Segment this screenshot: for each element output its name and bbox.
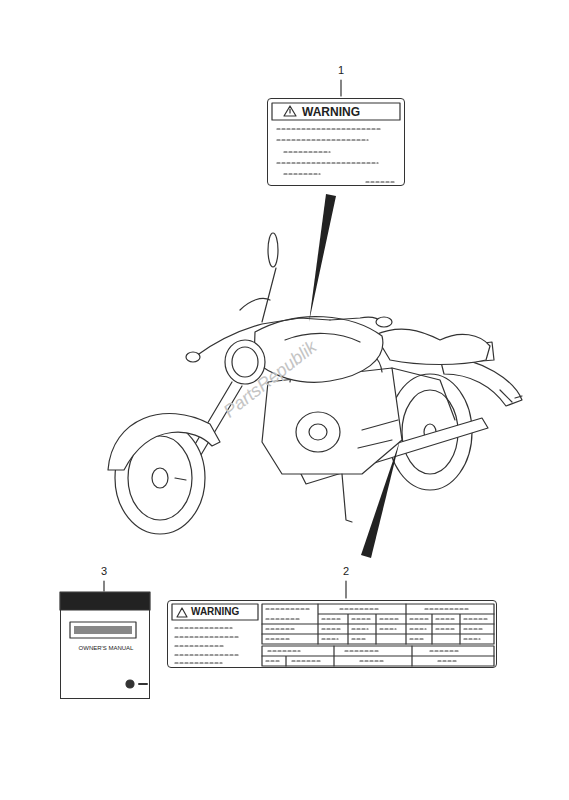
wedge-leader: [309, 194, 336, 322]
wedge-leader: [361, 440, 400, 558]
leader-line: [103, 581, 104, 591]
sticker-detail: [272, 103, 400, 182]
callout-number: 1: [338, 65, 344, 76]
sticker-detail: [172, 604, 494, 666]
callout-number: 2: [343, 566, 349, 577]
warning-label: WARNING: [267, 98, 405, 186]
warning-label: WARNING: [167, 600, 497, 668]
owners-manual: OWNER'S MANUAL: [60, 592, 150, 699]
label-text: WARNING: [302, 106, 360, 118]
label-text: OWNER'S MANUAL: [79, 645, 134, 651]
leader-line: [345, 581, 346, 598]
callout-number: 3: [101, 566, 107, 577]
label-text: WARNING: [191, 607, 239, 617]
leader-line: [340, 80, 341, 96]
manual-detail: [60, 592, 150, 688]
